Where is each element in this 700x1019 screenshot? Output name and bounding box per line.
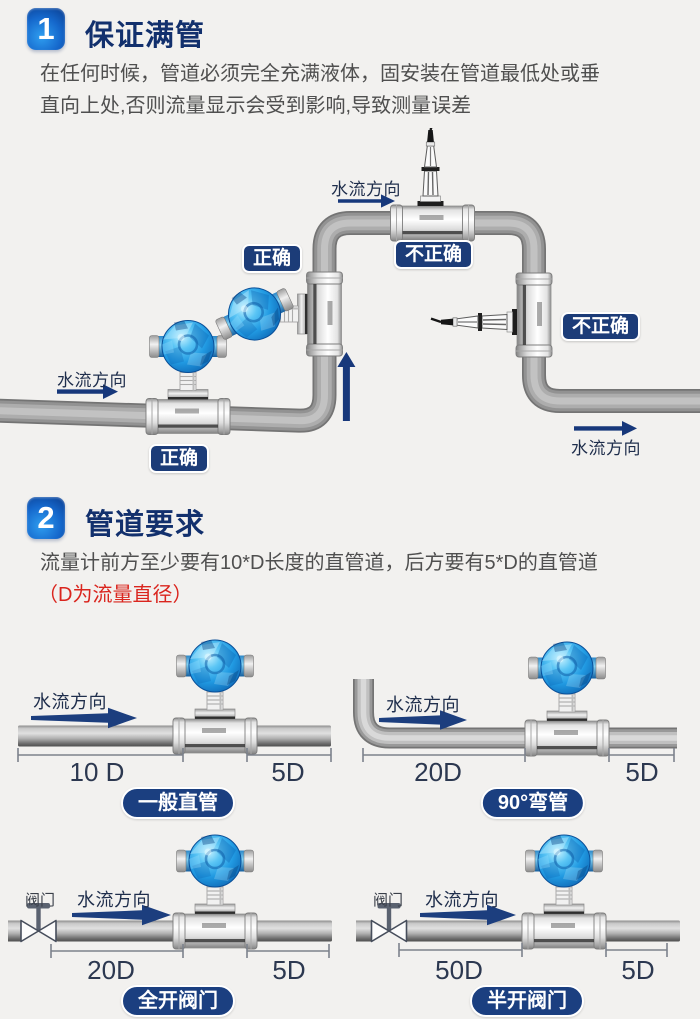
sub4-downstream-dim: 5D <box>621 955 655 985</box>
sub4-flow-label: 水流方向 <box>425 890 499 910</box>
flow-arrow-left <box>57 384 118 399</box>
flow-arrow-bottom-right <box>574 421 637 436</box>
section-1-body-line1: 在任何时候，管道必须完全充满液体，固安装在管道最低处或垂 <box>40 63 600 85</box>
tag-correct-vertical: 正确 <box>242 244 303 273</box>
sub3-upstream-dim: 20D <box>87 955 135 985</box>
flow-arrow <box>420 904 516 926</box>
flow-arrow-top <box>338 194 395 208</box>
sub1-caption-pill: 一般直管 <box>121 787 235 819</box>
meter-vertical-pipe-correct <box>207 271 343 357</box>
dimension-lines <box>362 748 675 762</box>
flow-arrow <box>31 707 137 729</box>
pipe-stub <box>8 920 21 942</box>
flow-meter <box>522 835 606 949</box>
tag-incorrect-top: 不正确 <box>394 240 474 269</box>
flow-arrow-up <box>337 352 356 421</box>
section-2-title: 管道要求 <box>85 509 206 541</box>
probe-meter-top-incorrect <box>390 128 475 242</box>
pipe-stub <box>356 920 371 942</box>
section-1-body-line2: 直向上处,否则流量显示会受到影响,导致测量误差 <box>40 95 472 117</box>
section-1-body: 在任何时候，管道必须完全充满液体，固安装在管道最低处或垂 直向上处,否则流量显示… <box>40 58 600 122</box>
sub-diagram-90-bend <box>353 630 677 762</box>
main-flow-label-top: 水流方向 <box>331 180 401 199</box>
sub-diagram-straight-pipe <box>17 630 332 762</box>
pipe <box>353 679 677 749</box>
sub3-caption-pill: 全开阀门 <box>121 985 235 1017</box>
probe-meter-side-incorrect <box>429 272 553 358</box>
flow-meter <box>525 642 609 756</box>
main-flow-label-left: 水流方向 <box>57 371 127 390</box>
section-2-note: （D为流量直径） <box>38 584 193 606</box>
flow-arrows <box>57 194 637 436</box>
sub3-valve-label: 阀门 <box>24 892 56 909</box>
tag-incorrect-side: 不正确 <box>561 312 641 341</box>
sub1-upstream-dim: 10 D <box>69 757 125 787</box>
sub1-flow-label: 水流方向 <box>33 692 107 712</box>
section-2-body: 流量计前方至少要有10*D长度的直管道，后方要有5*D的直管道 <box>40 552 598 574</box>
sub-diagram-half-open-valve <box>356 820 680 957</box>
dimension-lines <box>398 943 668 957</box>
dimension-lines <box>17 748 332 762</box>
sub2-upstream-dim: 20D <box>414 757 462 787</box>
sub2-caption-pill: 90°弯管 <box>480 787 586 819</box>
flow-arrow <box>379 710 467 730</box>
meter-horizontal-correct <box>146 321 230 435</box>
flow-meter <box>173 835 257 949</box>
flow-arrow <box>72 904 171 926</box>
tag-correct-bottom: 正确 <box>149 444 210 473</box>
sub-diagram-open-valve <box>8 820 332 958</box>
section-2-number-badge: 2 <box>27 497 65 539</box>
main-installation-diagram <box>0 128 700 436</box>
flow-meter <box>173 640 257 754</box>
section-1-title: 保证满管 <box>85 20 206 52</box>
dimension-lines <box>50 944 330 958</box>
sub1-downstream-dim: 5D <box>271 757 305 787</box>
section-1-number-badge: 1 <box>27 8 65 50</box>
main-flow-label-right: 水流方向 <box>571 439 641 458</box>
sub3-flow-label: 水流方向 <box>77 890 151 910</box>
sub2-flow-label: 水流方向 <box>386 695 460 715</box>
sub4-upstream-dim: 50D <box>435 955 483 985</box>
sub4-valve-label: 阀门 <box>372 892 404 909</box>
sub2-downstream-dim: 5D <box>625 757 659 787</box>
sub4-caption-pill: 半开阀门 <box>470 985 584 1017</box>
sub3-downstream-dim: 5D <box>272 955 306 985</box>
